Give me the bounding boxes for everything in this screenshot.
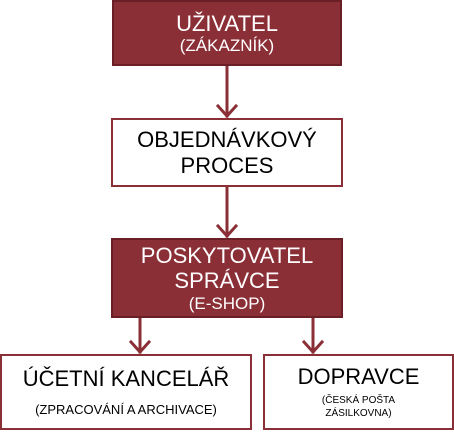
- arrowhead-user-to-order: [215, 103, 239, 119]
- arrowhead-order-to-provider: [215, 223, 239, 239]
- order-process-line2: PROCES: [180, 152, 274, 178]
- order-process-line1: OBJEDNÁVKOVÝ: [137, 127, 317, 153]
- provider-line1: POSKYTOVATEL: [140, 242, 314, 268]
- carrier-sub-line1: (ČESKÁ POŠTA: [321, 395, 396, 407]
- provider-box: POSKYTOVATEL SPRÁVCE (E-SHOP): [111, 238, 343, 318]
- carrier-sub-line2: ZÁSILKOVNA): [325, 407, 392, 419]
- order-process-box: OBJEDNÁVKOVÝ PROCES: [111, 118, 343, 187]
- arrowhead-provider-to-accounting: [128, 339, 152, 355]
- user-title: UŽIVATEL: [176, 10, 278, 36]
- arrowhead-provider-to-carrier: [301, 339, 325, 355]
- accounting-subtitle: (ZPRACOVÁNÍ A ARCHIVACE): [35, 402, 217, 418]
- user-subtitle: (ZÁKAZNÍK): [179, 35, 275, 55]
- provider-subtitle: (E-SHOP): [188, 293, 266, 313]
- provider-line2: SPRÁVCE: [174, 268, 280, 294]
- carrier-title: DOPRAVCE: [297, 363, 420, 389]
- user-box: UŽIVATEL (ZÁKAZNÍK): [112, 0, 342, 66]
- carrier-box: DOPRAVCE (ČESKÁ POŠTA ZÁSILKOVNA): [263, 354, 454, 430]
- accounting-title: ÚČETNÍ KANCELÁŘ: [22, 365, 230, 391]
- accounting-box: ÚČETNÍ KANCELÁŘ (ZPRACOVÁNÍ A ARCHIVACE): [0, 354, 252, 430]
